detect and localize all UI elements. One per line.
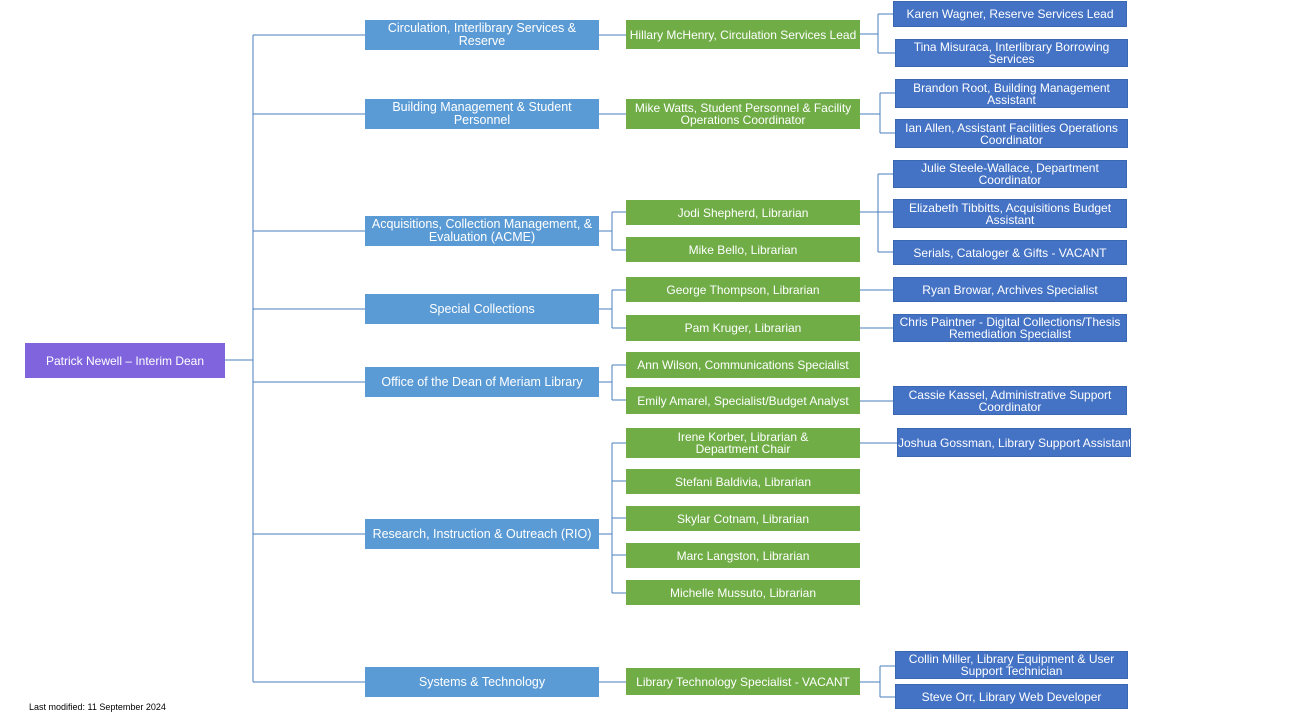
dept-rio: Research, Instruction & Outreach (RIO)	[365, 519, 599, 549]
dean-box: Patrick Newell – Interim Dean	[25, 343, 225, 378]
staff-box: Cassie Kassel, Administrative Support Co…	[893, 386, 1127, 415]
lead-box: Irene Korber, Librarian & Department Cha…	[626, 428, 860, 458]
staff-box: Chris Paintner - Digital Collections/The…	[893, 314, 1127, 342]
lead-box: Marc Langston, Librarian	[626, 543, 860, 568]
staff-box: Julie Steele-Wallace, Department Coordin…	[893, 160, 1127, 188]
lead-box: Mike Bello, Librarian	[626, 237, 860, 262]
staff-box: Tina Misuraca, Interlibrary Borrowing Se…	[895, 39, 1128, 67]
dept-building: Building Management & Student Personnel	[365, 99, 599, 129]
lead-box: Ann Wilson, Communications Specialist	[626, 352, 860, 378]
staff-box: Brandon Root, Building Management Assist…	[895, 79, 1128, 108]
last-modified-note: Last modified: 11 September 2024	[29, 702, 166, 712]
staff-box: Serials, Cataloger & Gifts - VACANT	[893, 240, 1127, 265]
lead-box: Michelle Mussuto, Librarian	[626, 580, 860, 605]
staff-box: Steve Orr, Library Web Developer	[895, 684, 1128, 709]
dept-special-collections: Special Collections	[365, 294, 599, 324]
staff-box: Ian Allen, Assistant Facilities Operatio…	[895, 119, 1128, 148]
lead-box: Skylar Cotnam, Librarian	[626, 506, 860, 531]
staff-box: Collin Miller, Library Equipment & User …	[895, 651, 1128, 679]
lead-box: Hillary McHenry, Circulation Services Le…	[626, 20, 860, 49]
staff-box: Elizabeth Tibbitts, Acquisitions Budget …	[893, 199, 1127, 228]
lead-box: Jodi Shepherd, Librarian	[626, 200, 860, 225]
lead-box: Emily Amarel, Specialist/Budget Analyst	[626, 387, 860, 414]
staff-box: Ryan Browar, Archives Specialist	[893, 277, 1127, 302]
dept-dean-office: Office of the Dean of Meriam Library	[365, 367, 599, 397]
lead-box: Pam Kruger, Librarian	[626, 315, 860, 341]
lead-box: Stefani Baldivia, Librarian	[626, 469, 860, 494]
staff-box: Karen Wagner, Reserve Services Lead	[893, 1, 1127, 27]
lead-box: Library Technology Specialist - VACANT	[626, 668, 860, 695]
dept-systems: Systems & Technology	[365, 667, 599, 697]
dept-acme: Acquisitions, Collection Management, & E…	[365, 216, 599, 246]
dept-circulation: Circulation, Interlibrary Services & Res…	[365, 20, 599, 50]
lead-box: Mike Watts, Student Personnel & Facility…	[626, 99, 860, 129]
lead-box: George Thompson, Librarian	[626, 277, 860, 302]
staff-box: Joshua Gossman, Library Support Assistan…	[897, 428, 1131, 457]
